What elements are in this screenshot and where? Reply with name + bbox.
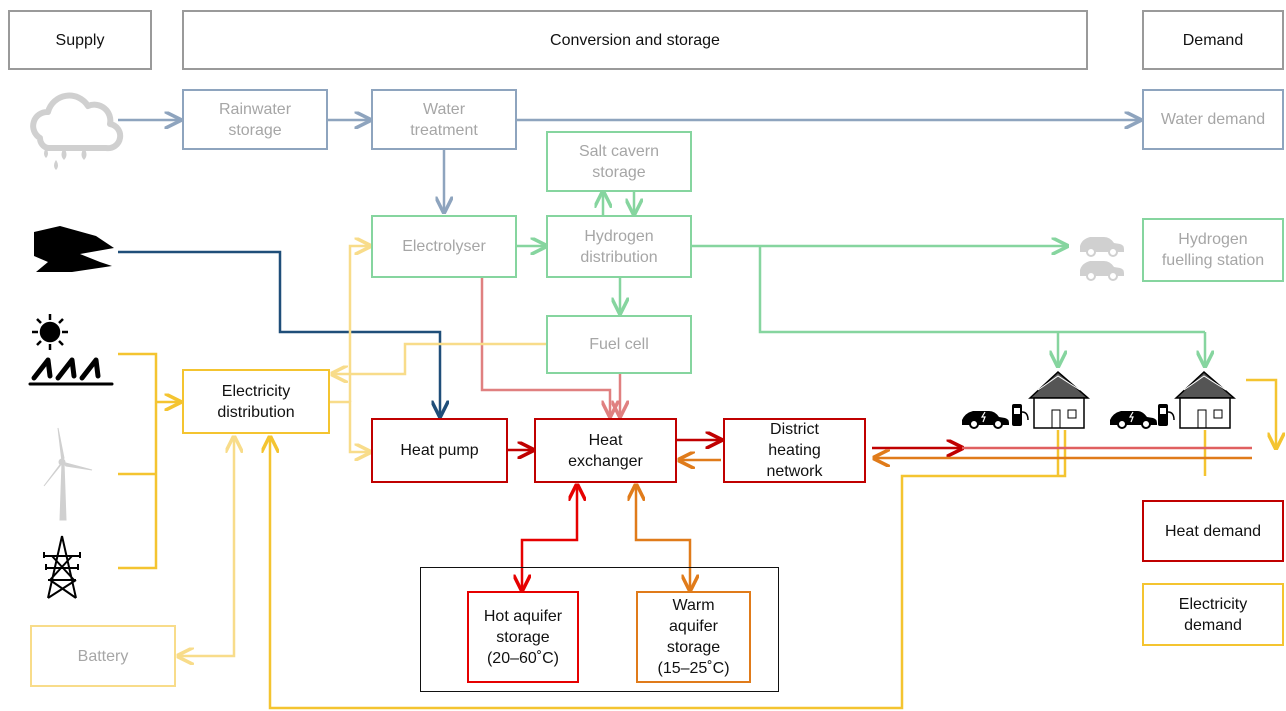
- rainwater-storage-node: Rainwater storage: [182, 89, 328, 150]
- electricity-distribution-node: Electricity distribution: [182, 369, 330, 434]
- water-flows: [118, 120, 1140, 212]
- district-heating-node: District heating network: [723, 418, 866, 483]
- car-1-icon: [962, 411, 1009, 429]
- conversion-header: Conversion and storage: [182, 10, 1088, 70]
- heat-pump-node: Heat pump: [371, 418, 508, 483]
- battery-link-arrow: [178, 437, 234, 656]
- h2-to-houses-line: [758, 246, 1205, 334]
- electricity-flows: [118, 246, 1276, 710]
- heat-demand-node: Heat demand: [1142, 500, 1284, 562]
- hydrogen-distribution-node: Hydrogen distribution: [546, 215, 692, 278]
- supply-collector-line: [118, 352, 158, 570]
- house-icon: [1028, 370, 1237, 429]
- salt-cavern-node: Salt cavern storage: [546, 131, 692, 192]
- demand-to-distribution-arrow: [270, 430, 1067, 710]
- river-to-heatpump-arrow: [118, 250, 440, 416]
- supply-header: Supply: [8, 10, 152, 70]
- demand-header: Demand: [1142, 10, 1284, 70]
- car-icon: [1080, 237, 1124, 281]
- pylon-icon: [43, 535, 81, 599]
- fuelcell-to-distribution-arrow: [332, 342, 546, 374]
- fuel-cell-node: Fuel cell: [546, 315, 692, 374]
- exchanger-hot-aquifer-link: [522, 485, 577, 590]
- wind-turbine-icon: [43, 427, 93, 521]
- electricity-demand-loop: [1246, 378, 1276, 448]
- solar-panels-icon: [28, 357, 114, 386]
- distribution-to-heatpump-arrow: [330, 400, 370, 452]
- sun-icon: [32, 314, 68, 350]
- exchanger-warm-aquifer-link: [636, 485, 690, 590]
- warm-aquifer-node: Warm aquifer storage (15–25˚C): [636, 591, 751, 683]
- water-treatment-node: Water treatment: [371, 89, 517, 150]
- heat-flows: [508, 440, 1252, 590]
- battery-node: Battery: [30, 625, 176, 687]
- aquifer-storage-frame: [420, 567, 779, 692]
- hydrogen-flows: [517, 192, 1205, 366]
- river-icon: [34, 226, 114, 272]
- house-2-icon: [1174, 370, 1237, 429]
- water-demand-node: Water demand: [1142, 89, 1284, 150]
- hydrogen-fuelling-node: Hydrogen fuelling station: [1142, 218, 1284, 282]
- distribution-to-electrolyser-arrow: [348, 246, 370, 402]
- ev-charger-icon: [962, 404, 1175, 429]
- charger-2-icon: [1158, 404, 1175, 426]
- heat-exchanger-node: Heat exchanger: [534, 418, 677, 483]
- electricity-demand-node: Electricity demand: [1142, 583, 1284, 646]
- electrolyser-to-exchanger-arrow: [480, 278, 610, 416]
- house-1-icon: [1028, 370, 1091, 429]
- hot-aquifer-node: Hot aquifer storage (20–60˚C): [467, 591, 579, 683]
- electrolyser-node: Electrolyser: [371, 215, 517, 278]
- charger-1-icon: [1012, 404, 1029, 426]
- rain-cloud-icon: [30, 92, 124, 170]
- car-2-icon: [1110, 411, 1157, 429]
